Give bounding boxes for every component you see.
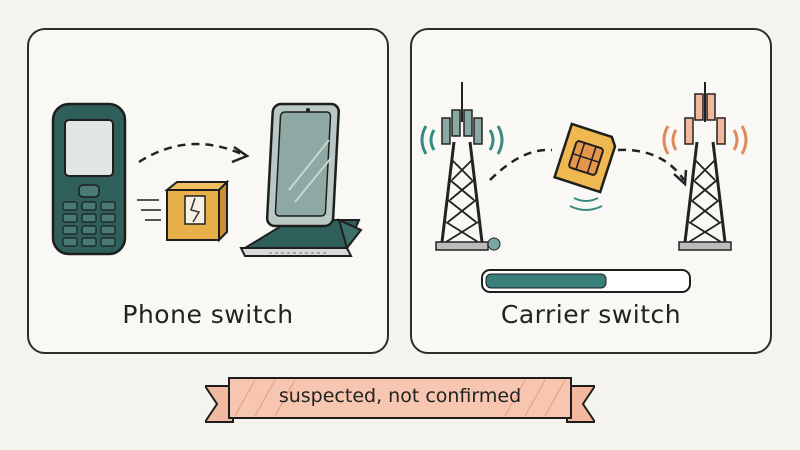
feature-phone-icon	[51, 102, 127, 256]
sim-card-icon	[552, 122, 617, 194]
phone-switch-panel: Phone switch	[27, 28, 389, 354]
banner-ribbon	[205, 377, 595, 423]
status-banner: suspected, not confirmed	[205, 372, 595, 430]
cell-tower-icon	[420, 82, 504, 251]
phone-switch-illustration	[51, 102, 363, 257]
banner-text: suspected, not confirmed	[278, 385, 522, 407]
progress-fill	[485, 273, 607, 289]
phone-switch-label: Phone switch	[122, 300, 294, 329]
dashed-arrow	[138, 142, 245, 164]
carrier-switch-panel: Carrier switch	[410, 28, 772, 354]
carrier-switch-label: Carrier switch	[500, 300, 682, 329]
foldable-phone-icon	[239, 102, 363, 257]
cell-tower-icon-right	[662, 82, 748, 251]
package-box-icon	[137, 179, 230, 243]
carrier-switch-illustration	[420, 82, 748, 293]
dashed-arrow-right	[617, 148, 686, 181]
progress-bar	[481, 269, 691, 293]
